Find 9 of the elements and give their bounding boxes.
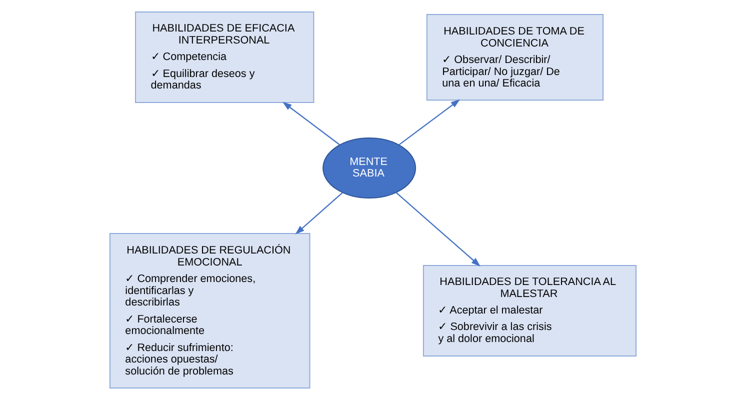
- node-ellipse: MENTE SABIA: [322, 138, 416, 199]
- arrow: [398, 99, 460, 146]
- node-box: HABILIDADES DE REGULACIÓN EMOCIONAL ✓ Comprender emociones, identificarlas y describirlas ✓ Fortalecerse emocionalmente ✓ Reducir sufrimiento: acciones opuestas/ solución de problemas: [108, 232, 310, 388]
- arrow: [294, 192, 342, 234]
- node-box: HABILIDADES DE TOLERANCIA AL MALESTAR ✓ Aceptar el malestar ✓ Sobrevivir a las crisis y al dolor emocional: [422, 264, 636, 356]
- node-box: HABILIDADES DE TOMA DE CONCIENCIA ✓ Observar/ Describir/ Participar/ No juzgar/ De una en una/ Eficacia: [426, 14, 604, 101]
- arrow: [282, 102, 340, 146]
- node-box: HABILIDADES DE EFICACIA INTERPERSONAL ✓ Competencia ✓ Equilibrar deseos y demandas: [134, 12, 314, 104]
- arrow: [395, 192, 480, 266]
